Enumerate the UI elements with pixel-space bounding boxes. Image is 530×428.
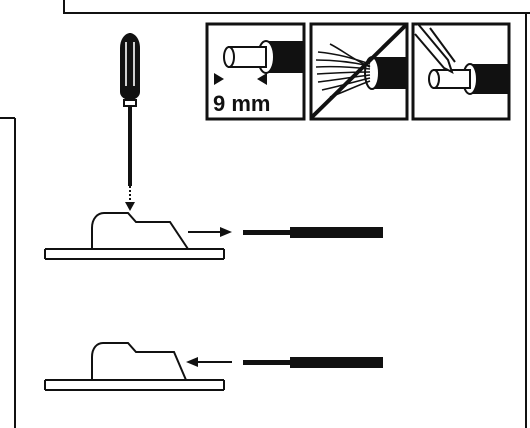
step-release-wire	[44, 342, 383, 391]
cut-conductor-forbidden-icon	[411, 22, 511, 121]
dimension-left-marker	[214, 73, 224, 85]
wire-insulation	[290, 357, 383, 368]
step-insert-wire	[44, 212, 383, 260]
wire-conductor	[243, 360, 290, 365]
wire-insulation	[290, 227, 383, 238]
frayed-wire-forbidden-icon	[309, 22, 409, 121]
wire-conductor	[243, 230, 290, 235]
direction-arrow-right	[220, 227, 232, 237]
dimension-right-marker	[257, 73, 267, 85]
stripped-wire-icon: 9 mm	[205, 22, 306, 121]
screwdriver-icon	[120, 33, 140, 211]
direction-arrow-left	[186, 357, 198, 367]
insert-down-arrow	[125, 202, 135, 211]
forbidden-slash	[310, 23, 408, 119]
strip-length-label: 9 mm	[213, 91, 270, 116]
